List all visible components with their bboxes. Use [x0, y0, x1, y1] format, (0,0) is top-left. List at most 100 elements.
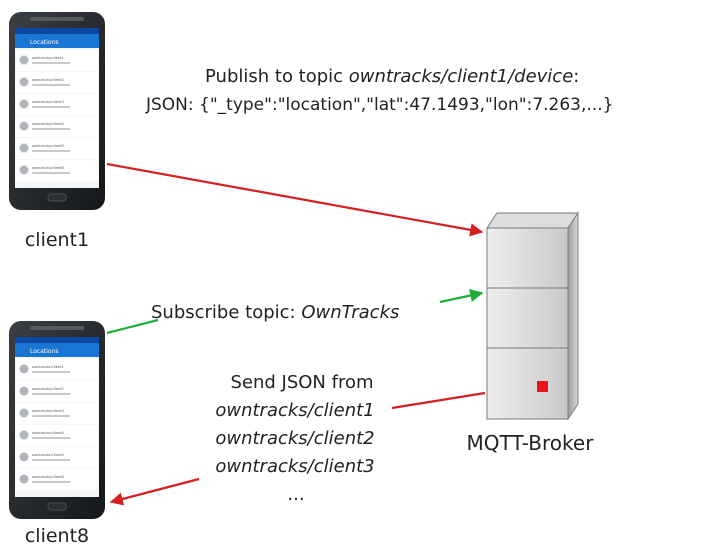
- phone-speaker: [30, 17, 84, 21]
- list-item: owntracks/client3: [16, 94, 98, 115]
- broker-label: MQTT-Broker: [466, 431, 594, 455]
- list-item-subtext: [32, 415, 70, 417]
- publish-suffix: :: [573, 66, 580, 87]
- server-front: [486, 227, 569, 420]
- list-item-bg: [16, 160, 98, 181]
- avatar-icon: [19, 430, 29, 440]
- list-item: owntracks/client3: [16, 403, 98, 424]
- list-item-bg: [16, 116, 98, 137]
- send-topic-client3: owntracks/client3: [215, 456, 375, 477]
- list-item-label: owntracks/client6: [32, 475, 65, 479]
- list-item: owntracks/client6: [16, 160, 98, 181]
- list-item: owntracks/client1: [16, 359, 98, 380]
- avatar-icon: [19, 165, 29, 175]
- list-item-label: owntracks/client3: [32, 409, 64, 413]
- list-item-bg: [16, 138, 98, 159]
- publish-topic: owntracks/client1/device: [348, 66, 574, 87]
- list-item-subtext: [32, 437, 70, 439]
- app-bar-title: Locations: [30, 348, 59, 355]
- list-item: owntracks/client5: [16, 447, 98, 468]
- avatar-icon: [19, 121, 29, 131]
- list-item-label: owntracks/client2: [32, 387, 64, 391]
- list-item-label: owntracks/client5: [32, 453, 64, 457]
- location-list: owntracks/client1 owntracks/client2 owntra…: [16, 50, 98, 181]
- avatar-icon: [19, 474, 29, 484]
- subscribe-arrow-tail: [106, 318, 159, 335]
- list-item-bg: [16, 425, 98, 446]
- list-item-bg: [16, 94, 98, 115]
- list-item-subtext: [32, 172, 70, 174]
- phone-speaker: [30, 326, 84, 330]
- home-button: [47, 193, 67, 202]
- list-item-bg: [16, 403, 98, 424]
- list-item-bg: [16, 72, 98, 93]
- list-item: owntracks/client5: [16, 138, 98, 159]
- list-item: owntracks/client4: [16, 116, 98, 137]
- list-item-label: owntracks/client3: [32, 100, 64, 104]
- subscribe-line: Subscribe topic: OwnTracks: [151, 302, 399, 324]
- list-item-label: owntracks/client5: [32, 144, 64, 148]
- subscribe-topic: OwnTracks: [301, 302, 400, 323]
- list-item-bg: [16, 50, 98, 71]
- publish-json: JSON: {"_type":"location","lat":47.1493,…: [146, 95, 614, 115]
- avatar-icon: [19, 408, 29, 418]
- avatar-icon: [19, 99, 29, 109]
- list-item-bg: [16, 447, 98, 468]
- mqtt-broker-server: [486, 211, 579, 421]
- list-item-subtext: [32, 393, 70, 395]
- list-item: owntracks/client1: [16, 50, 98, 71]
- server-top: [486, 212, 579, 229]
- send-arrow-head: [109, 477, 200, 506]
- app-bar: [15, 34, 99, 48]
- send-topic-client1: owntracks/client1: [215, 400, 375, 421]
- avatar-icon: [19, 77, 29, 87]
- list-item-label: owntracks/client4: [32, 122, 65, 126]
- list-item-subtext: [32, 459, 70, 461]
- list-item: owntracks/client6: [16, 469, 98, 490]
- publish-prefix: Publish to topic: [205, 66, 349, 87]
- send-ellipsis: ...: [287, 484, 305, 505]
- list-item-label: owntracks/client1: [32, 56, 64, 60]
- status-bar: [15, 337, 99, 343]
- home-button: [47, 502, 67, 511]
- send-json-label: Send JSON from: [230, 372, 374, 393]
- list-item-subtext: [32, 62, 70, 64]
- location-list: owntracks/client1 owntracks/client2 owntra…: [16, 359, 98, 490]
- phone-client1: Locations owntracks/client1owntracks/cli…: [9, 12, 105, 210]
- avatar-icon: [19, 364, 29, 374]
- list-item-label: owntracks/client6: [32, 166, 65, 170]
- status-bar: [15, 28, 99, 34]
- list-item-bg: [16, 381, 98, 402]
- list-item-subtext: [32, 150, 70, 152]
- phone-client8: Locations owntracks/client1owntracks/cli…: [9, 321, 105, 519]
- list-item-subtext: [32, 106, 70, 108]
- avatar-icon: [19, 386, 29, 396]
- server-side: [567, 211, 579, 421]
- device-label-client8: client8: [24, 525, 90, 547]
- subscribe-prefix: Subscribe topic:: [151, 302, 302, 323]
- publish-topic-line: Publish to topic owntracks/client1/devic…: [205, 66, 579, 88]
- list-item: owntracks/client4: [16, 425, 98, 446]
- avatar-icon: [19, 143, 29, 153]
- list-item-bg: [16, 359, 98, 380]
- list-item-label: owntracks/client2: [32, 78, 64, 82]
- app-bar: [15, 343, 99, 357]
- send-arrow-tail: [391, 391, 486, 410]
- subscribe-arrow-head: [439, 289, 484, 304]
- list-item-subtext: [32, 128, 70, 130]
- server-led: [537, 381, 548, 392]
- avatar-icon: [19, 452, 29, 462]
- list-item-bg: [16, 469, 98, 490]
- list-item-subtext: [32, 371, 70, 373]
- list-item-label: owntracks/client1: [32, 365, 64, 369]
- app-bar-title: Locations: [30, 39, 59, 46]
- send-topic-client2: owntracks/client2: [215, 428, 375, 449]
- device-label-client1: client1: [24, 229, 90, 251]
- list-item: owntracks/client2: [16, 381, 98, 402]
- list-item-label: owntracks/client4: [32, 431, 65, 435]
- publish-arrow: [106, 162, 484, 237]
- avatar-icon: [19, 55, 29, 65]
- list-item-subtext: [32, 84, 70, 86]
- list-item-subtext: [32, 481, 70, 483]
